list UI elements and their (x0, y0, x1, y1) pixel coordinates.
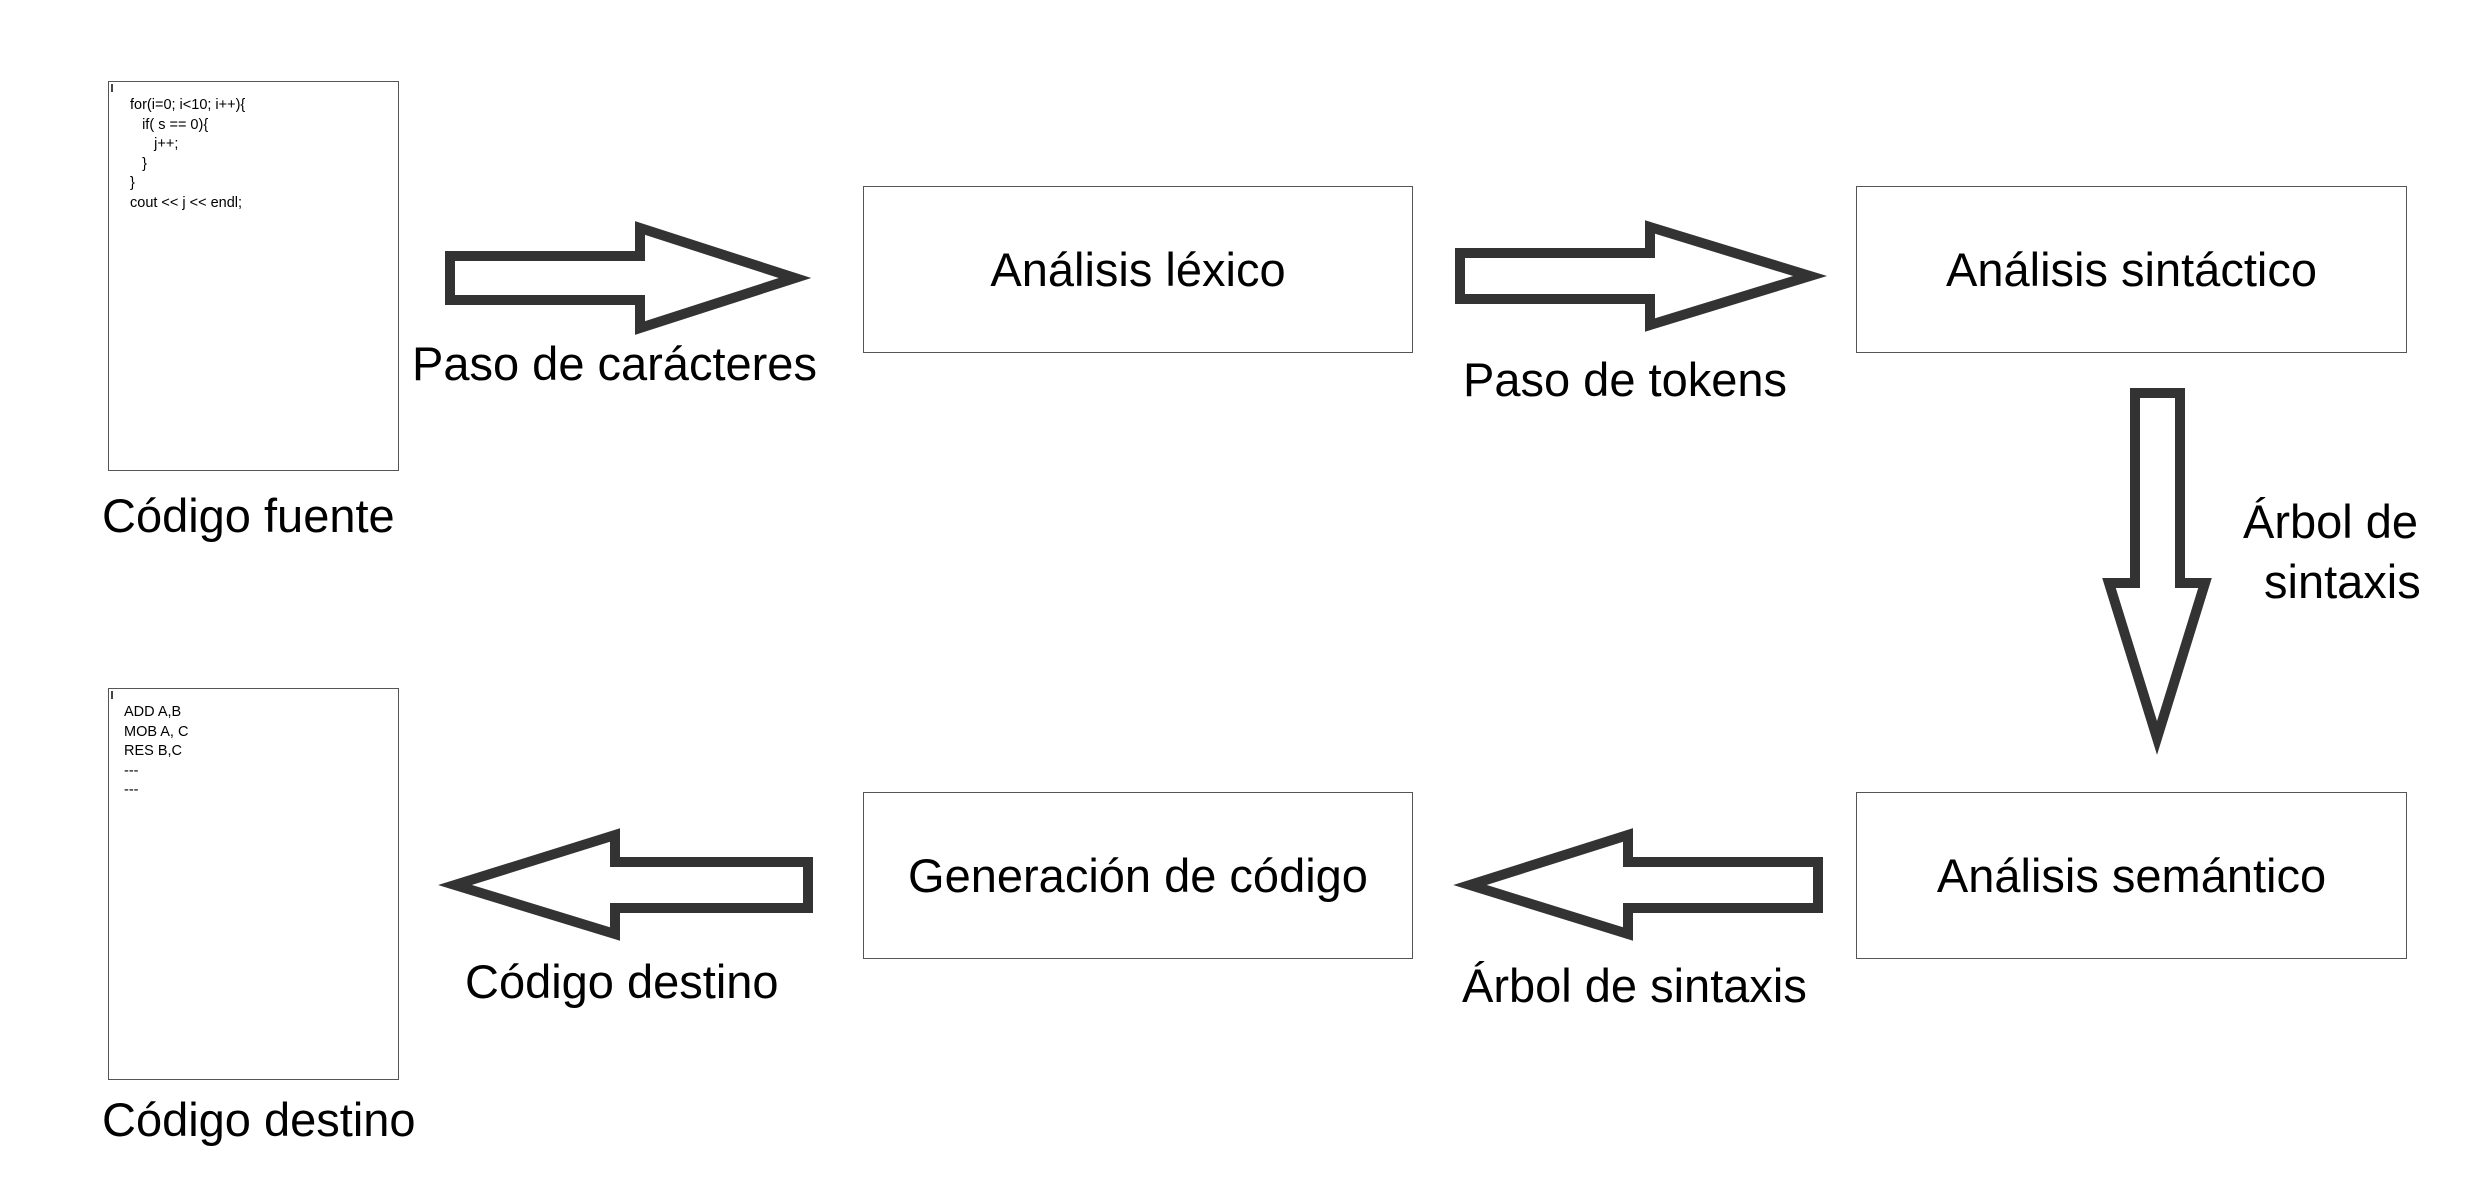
arrow-label-tree-down-2: sintaxis (2264, 555, 2421, 608)
source-code-line: if( s == 0){ (130, 116, 209, 133)
left-arrow-icon (1453, 828, 1823, 941)
arrow-label-tokens: Paso de tokens (1463, 353, 1787, 406)
stage-syntactic-analysis: Análisis sintáctico (1856, 186, 2407, 353)
source-code-line: j++; (130, 136, 179, 152)
down-arrow-icon (2102, 388, 2212, 755)
target-code-line: --- (124, 762, 139, 779)
text-cursor-icon (111, 691, 113, 699)
arrow-label-tree-left: Árbol de sintaxis (1462, 959, 1807, 1012)
arrow-label-chars: Paso de carácteres (412, 337, 817, 390)
target-code-line: RES B,C (124, 743, 183, 759)
source-code-line: } (130, 155, 147, 172)
arrow-label-target-code: Código destino (465, 955, 779, 1008)
stage-label: Generación de código (908, 849, 1368, 902)
stage-semantic-analysis: Análisis semántico (1856, 792, 2407, 959)
text-cursor-icon (111, 84, 113, 92)
stage-label: Análisis semántico (1936, 849, 2327, 902)
target-code-document: ADD A,B MOB A, C RES B,C --- --- (108, 688, 399, 1080)
source-code-line: cout << j << endl; (130, 194, 243, 211)
source-code-line: for(i=0; i<10; i++){ (130, 97, 246, 113)
stage-label: Análisis léxico (990, 243, 1286, 296)
target-code-line: --- (124, 782, 139, 798)
right-arrow-icon (1455, 220, 1828, 332)
stage-lexical-analysis: Análisis léxico (863, 186, 1413, 353)
target-code-line: MOB A, C (124, 723, 189, 740)
arrow-label-tree-down-1: Árbol de (2243, 495, 2419, 548)
source-code-caption: Código fuente (102, 489, 395, 542)
source-code-document: for(i=0; i<10; i++){ if( s == 0){ j++; }… (108, 81, 399, 471)
source-code-line: } (130, 175, 135, 191)
stage-label: Análisis sintáctico (1946, 243, 2317, 296)
stage-code-generation: Generación de código (863, 792, 1413, 959)
left-arrow-icon (438, 828, 813, 941)
right-arrow-icon (445, 221, 812, 335)
target-code-caption: Código destino (102, 1093, 416, 1146)
target-code-line: ADD A,B (124, 704, 182, 720)
